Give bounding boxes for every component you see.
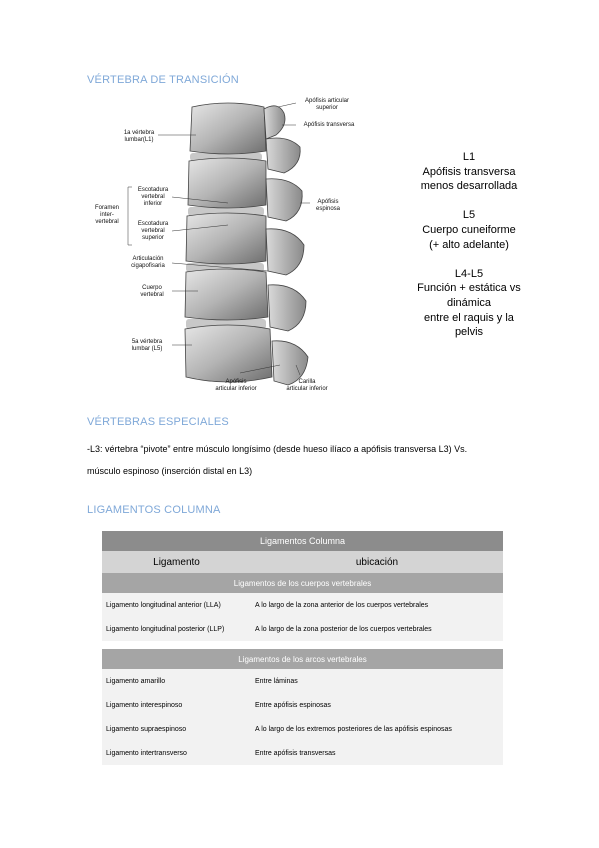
label-line: inter- <box>100 212 114 218</box>
label-line: cigapofisaria <box>131 263 165 269</box>
ligamento-name: Ligamento interespinoso <box>106 701 183 709</box>
label-cuerpo-vertebral: Cuerpo vertebral <box>132 285 172 299</box>
lumbar-spine-illustration <box>127 102 310 386</box>
table-row: Ligamento intertransverso Entre apófisis… <box>102 741 503 765</box>
ligamento-location: Entre láminas <box>255 677 298 685</box>
column-header-ubicacion: ubicación <box>355 556 399 568</box>
note-l1: L1 Apófisis transversa menos desarrollad… <box>395 150 543 194</box>
note-line: menos desarrollada <box>420 180 518 193</box>
label-line: Carilla <box>298 379 316 385</box>
label-escotadura-inferior: Escotadura vertebral inferior <box>132 187 174 208</box>
note-title: L4-L5 <box>454 267 484 280</box>
table-row: Ligamento amarillo Entre láminas <box>102 669 503 693</box>
section-heading-especiales: VÉRTEBRAS ESPECIALES <box>87 416 229 428</box>
section-heading-ligamentos: LIGAMENTOS COLUMNA <box>87 504 221 516</box>
paragraph-line: -L3: vértebra “pivote” entre músculo lon… <box>87 444 468 454</box>
column-header-ligamento: Ligamento <box>153 556 200 568</box>
label-line: inferior <box>143 201 163 207</box>
note-line: pelvis <box>454 326 484 339</box>
label-line: articular inferior <box>286 386 328 392</box>
label-line: espinosa <box>315 206 341 212</box>
label-line: superior <box>316 105 338 111</box>
label-quinta-vertebra: 5a vértebra lumbar (L5) <box>124 339 170 353</box>
table-row: Ligamento longitudinal anterior (LLA) A … <box>102 593 503 617</box>
label-line: Apófisis <box>317 199 339 205</box>
table-spacer <box>102 641 503 649</box>
label-line: vertebral <box>141 194 165 200</box>
label-line: Articulación <box>132 256 164 262</box>
label-line: vertebral <box>95 219 119 225</box>
table-section-row: Ligamentos de los arcos vertebrales <box>102 649 503 669</box>
label-foramen-intervertebral: Foramen inter- vertebral <box>88 205 126 226</box>
label-line: 1a vértebra <box>123 130 155 136</box>
label-articulacion-cigapofisaria: Articulación cigapofisaria <box>124 256 172 270</box>
label-line: vertebral <box>140 292 164 298</box>
note-line: Cuerpo cuneiforme <box>422 223 516 236</box>
table-title-row: Ligamentos Columna <box>102 531 503 551</box>
ligamento-location: Entre apófisis transversas <box>255 749 336 757</box>
label-line: 5a vértebra <box>131 339 163 345</box>
label-line: Escotadura <box>137 221 169 227</box>
note-title: L5 <box>462 209 476 222</box>
label-line: Escotadura <box>137 187 169 193</box>
label-line: Foramen <box>94 205 119 211</box>
label-line: lumbar(L1) <box>124 137 154 143</box>
note-line: (+ alto adelante) <box>429 238 509 251</box>
section-heading-transicion: VÉRTEBRA DE TRANSICIÓN <box>87 74 239 86</box>
label-apofisis-articular-superior: Apófisis articular superior <box>296 98 358 112</box>
label-line: Cuerpo <box>142 285 162 291</box>
especiales-paragraph: -L3: vértebra “pivote” entre músculo lon… <box>87 438 527 482</box>
label-line: lumbar (L5) <box>131 346 163 352</box>
ligamento-location: A lo largo de los extremos posteriores d… <box>255 725 452 733</box>
ligamento-name: Ligamento longitudinal posterior (LLP) <box>106 625 225 633</box>
label-escotadura-superior: Escotadura vertebral superior <box>132 221 174 242</box>
spacer-cell <box>102 641 503 649</box>
paragraph-line: músculo espinoso (inserción distal en L3… <box>87 466 253 476</box>
table-row: Ligamento supraespinoso A lo largo de lo… <box>102 717 503 741</box>
section-cuerpos-vertebrales: Ligamentos de los cuerpos vertebrales <box>233 578 372 588</box>
section-arcos-vertebrales: Ligamentos de los arcos vertebrales <box>238 654 367 664</box>
ligamentos-table: Ligamentos Columna Ligamento ubicación L… <box>102 531 503 765</box>
label-line: superior <box>142 235 164 241</box>
label-line: articular inferior <box>215 386 257 392</box>
label-apofisis-transversa: Apófisis transversa <box>303 122 355 128</box>
table-header-row: Ligamento ubicación <box>102 551 503 573</box>
ligamento-name: Ligamento intertransverso <box>106 749 187 757</box>
table-section-row: Ligamentos de los cuerpos vertebrales <box>102 573 503 593</box>
ligamento-location: A lo largo de la zona posterior de los c… <box>255 625 432 633</box>
lumbar-spine-figure: Apófisis articular superior Apófisis tra… <box>88 95 368 405</box>
ligamento-name: Ligamento supraespinoso <box>106 725 187 733</box>
table-title: Ligamentos Columna <box>259 536 346 546</box>
vertebra-notes: L1 Apófisis transversa menos desarrollad… <box>395 150 543 354</box>
label-line: vertebral <box>141 228 165 234</box>
ligamento-location: A lo largo de la zona anterior de los cu… <box>255 601 429 609</box>
ligamento-name: Ligamento amarillo <box>106 677 166 685</box>
label-apofisis-articular-inferior: Apófisis articular inferior <box>206 379 266 393</box>
table-row: Ligamento longitudinal posterior (LLP) A… <box>102 617 503 641</box>
label-apofisis-espinosa: Apófisis espinosa <box>310 199 346 213</box>
note-l4-l5: L4-L5 Función + estática vs dinámica ent… <box>395 267 543 340</box>
label-primera-vertebra: 1a vértebra lumbar(L1) <box>118 130 160 144</box>
note-title: L1 <box>462 151 476 163</box>
note-line: Función + estática vs <box>417 282 521 295</box>
ligamento-location: Entre apófisis espinosas <box>255 701 331 709</box>
note-l5: L5 Cuerpo cuneiforme (+ alto adelante) <box>395 208 543 252</box>
label-line: Apófisis articular <box>304 98 349 104</box>
label-line: Apófisis <box>225 379 247 385</box>
ligamento-name: Ligamento longitudinal anterior (LLA) <box>106 601 221 609</box>
note-line: dinámica <box>446 296 492 309</box>
note-line: entre el raquis y la <box>424 311 514 324</box>
table-row: Ligamento interespinoso Entre apófisis e… <box>102 693 503 717</box>
note-line: Apófisis transversa <box>422 165 516 178</box>
label-carilla-articular-inferior: Carilla articular inferior <box>276 379 338 393</box>
